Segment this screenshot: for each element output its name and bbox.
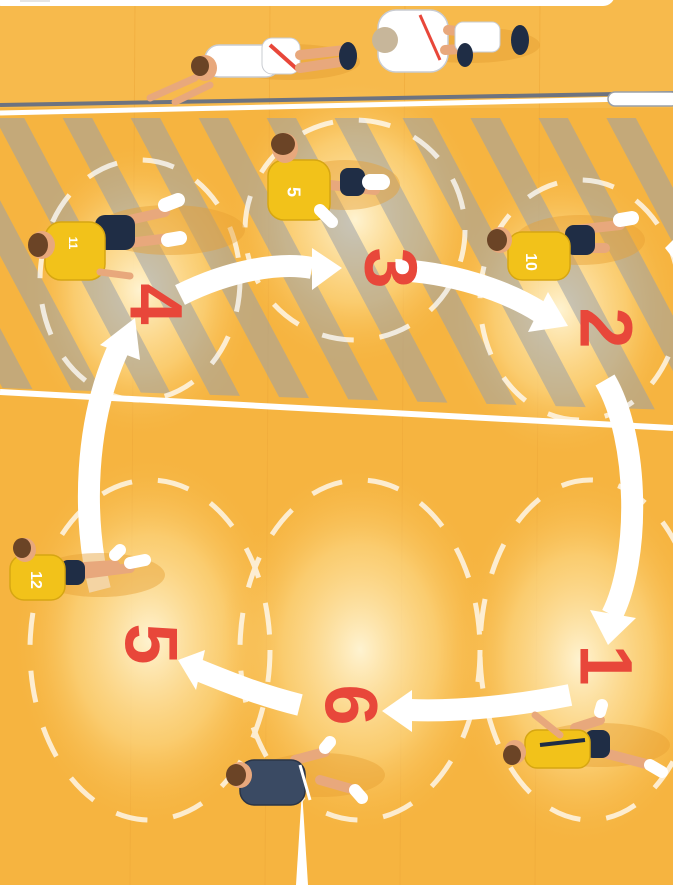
sideline-marker: [665, 240, 673, 258]
rotation-arrowheads: [100, 248, 636, 732]
player-2-jersey-number: 10: [522, 253, 539, 271]
player-3-jersey-number: 5: [283, 187, 303, 197]
player-position-6-libero: [226, 736, 385, 806]
rotation-arrows: [77, 255, 644, 722]
position-number-1: 1: [564, 644, 647, 685]
player-position-4: 11: [28, 193, 245, 281]
player-position-3: 5: [267, 133, 400, 228]
position-number-5: 5: [109, 623, 192, 664]
position-numbers: 3 4 2 5 6 1: [109, 247, 647, 725]
player-position-5: 12: [9, 538, 165, 601]
player-5-jersey-number: 12: [27, 571, 44, 589]
player-position-1: [503, 699, 670, 778]
player-4-jersey-number: 11: [66, 237, 80, 250]
opponent-player-left: [146, 37, 360, 106]
position-number-6: 6: [309, 684, 392, 725]
net: [0, 91, 673, 107]
position-number-3: 3: [349, 247, 432, 288]
center-line: [0, 95, 673, 116]
front-zone-hatch: [0, 118, 673, 410]
opponent-player-right: [372, 9, 540, 73]
position-number-4: 4: [114, 283, 197, 324]
top-panel-tab: [20, 0, 50, 2]
position-number-2: 2: [564, 307, 647, 348]
center-bottom-mark: [296, 790, 308, 885]
player-position-2: 10: [487, 211, 645, 281]
top-panel: [0, 0, 614, 6]
